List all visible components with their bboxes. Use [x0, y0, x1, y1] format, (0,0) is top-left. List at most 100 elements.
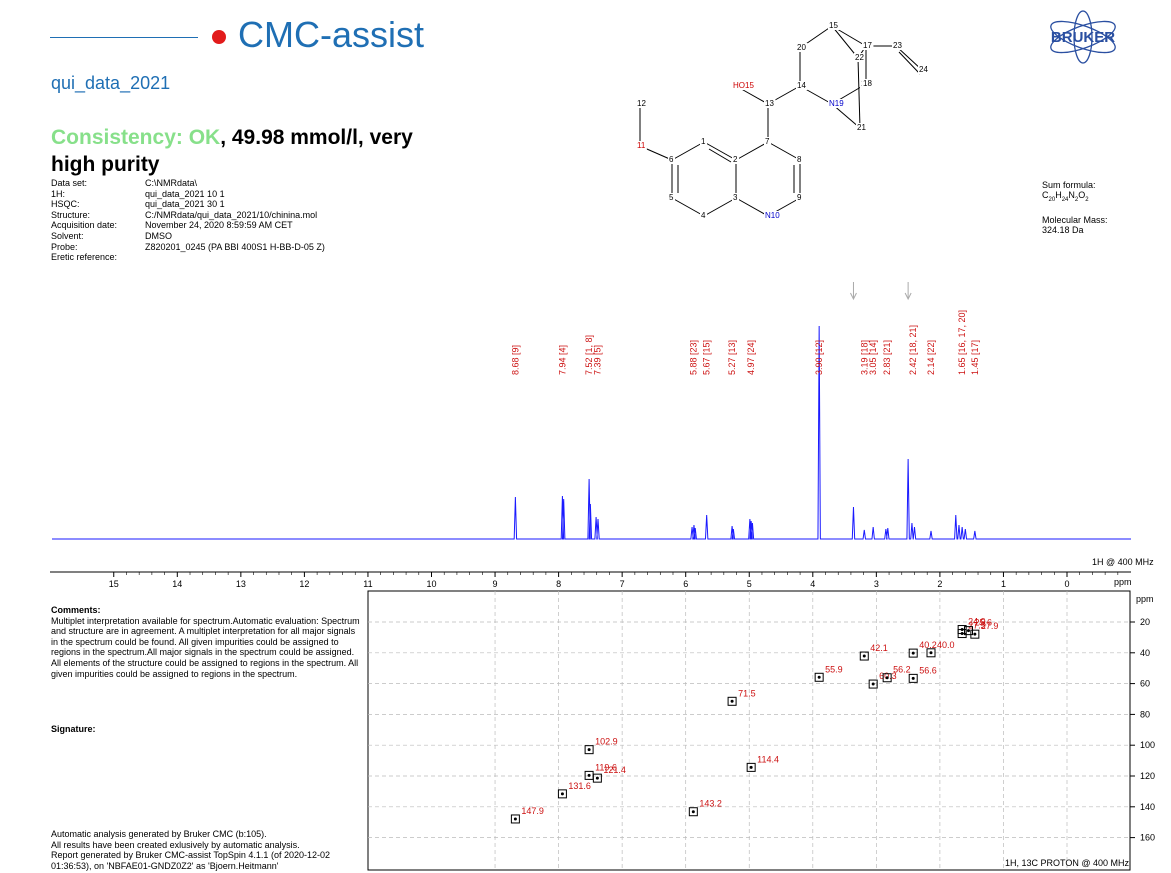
atom-label: 15 [829, 21, 838, 30]
hsqc-y-tick-label: 100 [1140, 740, 1155, 750]
hsqc-peak-dot [960, 628, 964, 632]
hsqc-peak-label: 25.6 [974, 618, 992, 628]
metadata-table: Data set: C:\NMRdata\1H:qui_data_2021 10 … [51, 178, 325, 263]
atom-label: 18 [863, 79, 872, 88]
hsqc-peak-dot [595, 776, 599, 780]
atom-label: 23 [893, 41, 902, 50]
hsqc-peak-dot [973, 632, 977, 636]
spectrum-tick-label: 10 [426, 579, 436, 589]
metadata-key: Eretic reference: [51, 252, 118, 263]
hsqc-peak-label: 102.9 [595, 737, 618, 747]
atom-label-bg [700, 137, 707, 146]
hsqc-peak-box [970, 629, 980, 639]
atom-label-bg [862, 79, 874, 88]
metadata-key: Data set: [51, 178, 88, 188]
hsqc-peak-label: 27.5 [968, 621, 986, 631]
spectrum-tick-label: 0 [1064, 579, 1069, 589]
hsqc-peak-dot [587, 748, 591, 752]
atom-label-bg [764, 99, 776, 108]
hsqc-axis-label: 1H, 13C PROTON @ 400 MHz [1005, 858, 1130, 868]
peak-label: 2.14 [22] [926, 340, 936, 375]
hsqc-peak-label: 56.6 [919, 665, 937, 675]
metadata-value: C:\NMRdata\ [145, 178, 198, 188]
hsqc-peak-box [592, 773, 602, 783]
atom-label-bg [796, 43, 808, 52]
metadata-row: 1H:qui_data_2021 10 1 [51, 189, 325, 200]
metadata-row: Data set: C:\NMRdata\ [51, 178, 325, 189]
molecular-mass-value: 324.18 Da [1042, 224, 1084, 235]
atom-label-bg [636, 141, 647, 150]
structure-bond [708, 148, 732, 163]
structure-bond [735, 141, 769, 161]
hsqc-peak-label: 147.9 [521, 806, 544, 816]
peak-label: 7.52 [1, 8] [584, 335, 594, 375]
hsqc-peak-dot [817, 675, 821, 679]
spectrum-tick-label: 7 [620, 579, 625, 589]
structure-bond [671, 197, 705, 217]
hsqc-peak-box [510, 814, 520, 824]
proton-spectrum: 1H @ 400 MHzppm15141312111098765432103.3… [50, 282, 1154, 589]
report-footer: Automatic analysis generated by Bruker C… [51, 829, 361, 871]
hsqc-peak-dot [929, 651, 933, 655]
proton-spectrum-trace [52, 325, 1131, 540]
footer-line-1: Automatic analysis generated by Bruker C… [51, 829, 267, 839]
hsqc-peak-dot [560, 792, 564, 796]
hsqc-peak-dot [885, 676, 889, 680]
atom-label-bg [764, 211, 782, 220]
metadata-key: Probe: [51, 241, 78, 252]
peak-label: 5.67 [15] [702, 340, 712, 375]
hsqc-peak-dot [749, 765, 753, 769]
metadata-value: qui_data_2021 10 1 [145, 188, 225, 199]
hsqc-unit-label: ppm [1136, 594, 1154, 604]
peak-label: 3.19 [18] [859, 340, 869, 375]
hsqc-y-tick-label: 120 [1140, 771, 1155, 781]
atom-label: 1 [701, 137, 706, 146]
atom-label-bg [854, 53, 866, 62]
app-title: CMC-assist [238, 14, 424, 55]
structure-bond [831, 25, 859, 59]
molecular-mass-label: Molecular Mass: [1042, 214, 1108, 225]
atom-label-bg [892, 41, 904, 50]
hsqc-peak-dot [587, 773, 591, 777]
atom-label-bg [668, 193, 675, 202]
title-bullet [212, 30, 226, 44]
spectrum-tick-label: 6 [683, 579, 688, 589]
metadata-row: Solvent:DMSO [51, 231, 325, 242]
atom-label: 17 [863, 41, 872, 50]
atom-label: 5 [669, 193, 674, 202]
hsqc-peak-box [868, 679, 878, 689]
hsqc-peak-box [746, 762, 756, 772]
metadata-row: Acquisition date:November 24, 2020 8:59:… [51, 220, 325, 231]
hsqc-peak-dot [911, 676, 915, 680]
comments-heading: Comments: [51, 605, 101, 615]
atom-label-bg [828, 21, 840, 30]
spectrum-tick-label: 11 [363, 579, 372, 589]
peak-label: 1.65 [16, 17, 20] [957, 310, 967, 375]
atom-label-bg [764, 137, 771, 146]
hsqc-peak-label: 131.6 [568, 781, 591, 791]
atom-label: 13 [765, 99, 774, 108]
atom-label-bg [700, 211, 707, 220]
hsqc-peak-label: 40.0 [937, 640, 955, 650]
sum-formula-value: C20H24N2O2 [1042, 190, 1089, 203]
spectrum-tick-label: 12 [299, 579, 309, 589]
metadata-value: C:/NMRdata/qui_data_2021/10/chinina.mol [145, 209, 318, 220]
atom-label: 9 [797, 193, 802, 202]
title-rule [50, 37, 198, 38]
comments-text: Multiplet interpretation available for s… [51, 615, 360, 679]
atom-label: N10 [765, 211, 780, 220]
peak-label: 3.90 [12] [814, 340, 824, 375]
hsqc-peak-box [908, 673, 918, 683]
hsqc-peak-box [926, 648, 936, 658]
bruker-logo: BRUKER [1050, 10, 1116, 64]
hsqc-peak-dot [871, 682, 875, 686]
hsqc-peak-label: 40.2 [919, 640, 937, 650]
spectrum-tick-label: 15 [109, 579, 119, 589]
hsqc-peak-box [814, 672, 824, 682]
bruker-logo-text: BRUKER [1051, 29, 1115, 46]
metadata-value: DMSO [145, 230, 172, 241]
hsqc-peak-label: 119.6 [595, 762, 617, 772]
atom-label: 22 [855, 53, 864, 62]
spectrum-tick-label: 9 [493, 579, 498, 589]
